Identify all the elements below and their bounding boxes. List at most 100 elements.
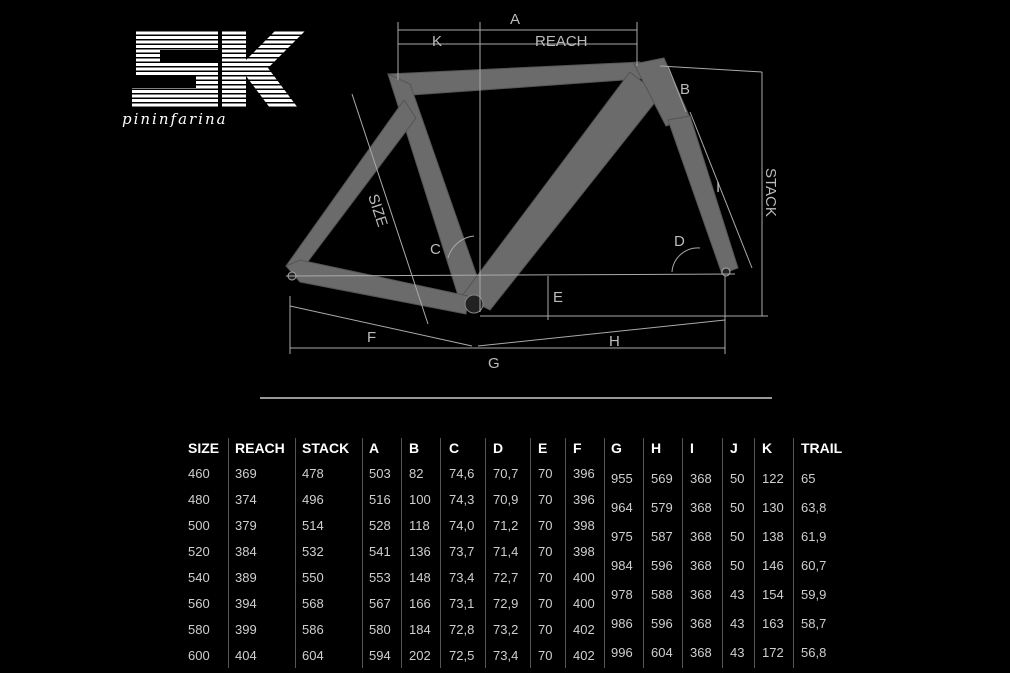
column-header: E [538,440,548,456]
table-cell: 184 [409,622,431,637]
table-cell: 588 [651,587,673,602]
chain-stay [285,259,469,315]
table-cell: 594 [369,648,391,663]
label-c: C [430,241,441,258]
table-cell: 50 [730,500,745,515]
table-cell: 955 [611,471,633,486]
table-cell: 368 [690,500,712,515]
seat-stay [285,99,417,273]
table-cell: 460 [188,466,210,481]
table-cell: 56,8 [801,645,827,660]
table-cell: 369 [235,466,257,481]
column-divider [722,438,723,668]
table-cell: 148 [409,570,431,585]
table-cell: 394 [235,596,257,611]
column-divider [604,438,605,668]
table-cell: 70 [538,518,553,533]
table-cell: 384 [235,544,257,559]
table-cell: 402 [573,622,595,637]
table-cell: 996 [611,645,633,660]
table-cell: 400 [573,596,595,611]
table-cell: 43 [730,645,745,660]
table-cell: 520 [188,544,210,559]
table-cell: 70 [538,648,553,663]
table-cell: 63,8 [801,500,827,515]
table-cell: 65 [801,471,816,486]
table-cell: 154 [762,587,784,602]
table-cell: 604 [651,645,673,660]
table-cell: 118 [409,518,430,533]
table-cell: 172 [762,645,784,660]
table-cell: 70 [538,622,553,637]
table-cell: 50 [730,529,745,544]
label-d: D [674,233,685,250]
table-cell: 136 [409,544,431,559]
table-cell: 50 [730,558,745,573]
table-cell: 503 [369,466,391,481]
label-stack: STACK [762,168,779,217]
table-cell: 70 [538,492,553,507]
column-divider [682,438,683,668]
table-cell: 389 [235,570,257,585]
column-header: K [762,440,773,456]
table-cell: 72,7 [493,570,519,585]
table-cell: 480 [188,492,210,507]
table-cell: 74,6 [449,466,475,481]
table-cell: 70,9 [493,492,519,507]
table-cell: 72,8 [449,622,475,637]
table-cell: 532 [302,544,324,559]
table-cell: 516 [369,492,391,507]
table-cell: 379 [235,518,257,533]
table-cell: 569 [651,471,673,486]
column-header: I [690,440,694,456]
table-cell: 43 [730,616,745,631]
table-cell: 398 [573,518,595,533]
column-divider [401,438,402,668]
table-cell: 396 [573,492,595,507]
table-cell: 579 [651,500,673,515]
table-cell: 74,3 [449,492,475,507]
table-cell: 964 [611,500,633,515]
label-g: G [488,355,500,372]
table-cell: 73,4 [493,648,519,663]
table-cell: 568 [302,596,324,611]
label-a: A [510,11,520,28]
column-header: D [493,440,504,456]
table-cell: 130 [762,500,784,515]
table-cell: 596 [651,558,673,573]
table-cell: 368 [690,616,712,631]
table-cell: 402 [573,648,595,663]
table-cell: 368 [690,587,712,602]
table-cell: 58,7 [801,616,827,631]
column-header: J [730,440,738,456]
front-axle [721,267,731,277]
column-divider [485,438,486,668]
table-cell: 73,7 [449,544,475,559]
table-cell: 59,9 [801,587,827,602]
column-header: STACK [302,440,350,456]
table-cell: 404 [235,648,257,663]
table-cell: 586 [302,622,324,637]
table-cell: 166 [409,596,431,611]
table-cell: 374 [235,492,257,507]
table-cell: 60,7 [801,558,827,573]
table-cell: 984 [611,558,633,573]
table-cell: 122 [762,471,784,486]
table-cell: 975 [611,529,633,544]
column-divider [793,438,794,668]
column-header: B [409,440,420,456]
table-cell: 540 [188,570,210,585]
table-cell: 368 [690,558,712,573]
column-header: REACH [235,440,285,456]
table-cell: 70 [538,570,553,585]
table-cell: 70 [538,596,553,611]
table-cell: 550 [302,570,324,585]
table-cell: 604 [302,648,324,663]
table-cell: 396 [573,466,595,481]
table-cell: 986 [611,616,633,631]
frame-geometry-diagram: A K REACH B I STACK D C SIZE E F G H [260,11,779,399]
fork [667,115,739,275]
table-cell: 596 [651,616,673,631]
sk-logo-mark [132,30,306,108]
table-cell: 73,2 [493,622,519,637]
